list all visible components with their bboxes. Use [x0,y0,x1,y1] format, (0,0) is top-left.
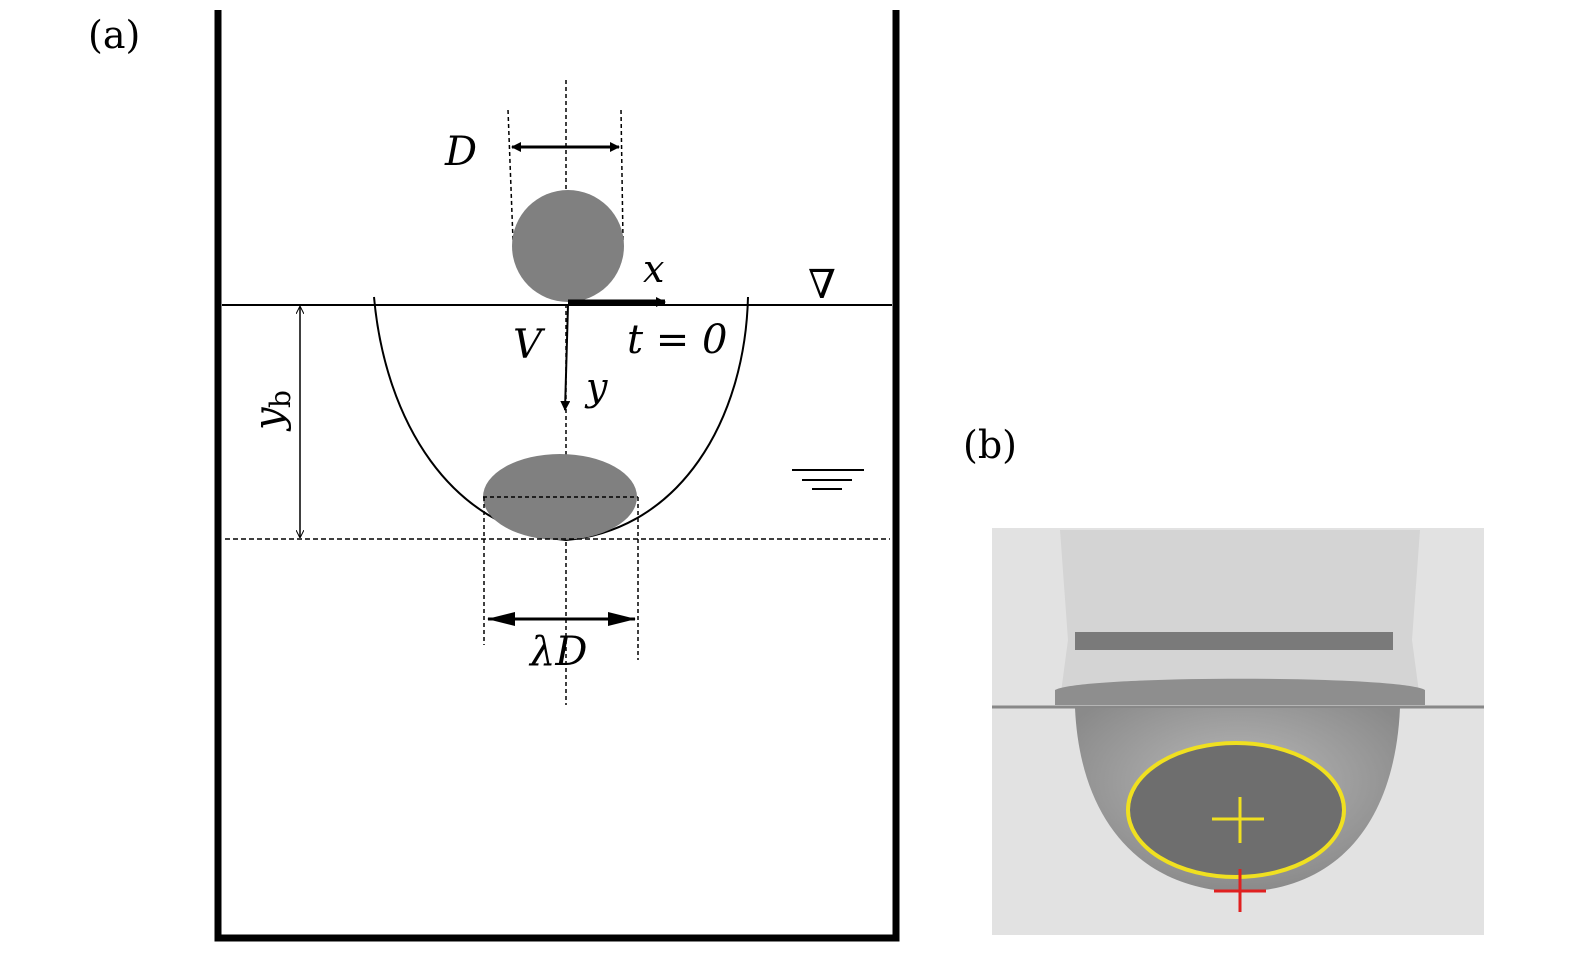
svg-text:y: y [246,406,292,432]
sphere-tangent-right [620,109,624,241]
splash-crown [1055,678,1425,705]
panel-b-photo: (b) [963,423,1484,935]
depth-label: y b [246,390,297,432]
centroid-marker [1212,797,1264,843]
panel-b-label: (b) [963,423,1017,467]
cavity-profile [373,296,749,542]
sphere-tangent-left [507,109,514,241]
diameter-label: D [444,129,477,175]
time-label: t = 0 [627,317,727,363]
cavity-band [1075,632,1393,650]
free-surface-symbol: ∇ [808,262,836,308]
bottom-marker [1214,869,1266,912]
deformed-width-label: λD [528,629,587,675]
fit-ellipse [1126,741,1346,879]
tank-walls [214,10,900,942]
water-level-icon [792,469,864,490]
y-axis-arrow [560,304,571,411]
velocity-label: V [513,322,546,368]
sphere-initial [512,190,624,302]
svg-text:b: b [264,390,297,408]
x-axis-label: x [643,247,664,291]
cavity-upper [1060,530,1420,700]
panel-a-diagram: (a) D x ∇ V t = 0 y y b λD [88,10,900,942]
panel-a-label: (a) [88,13,140,57]
sphere-photo [1130,744,1342,876]
y-axis-label: y [584,365,608,409]
